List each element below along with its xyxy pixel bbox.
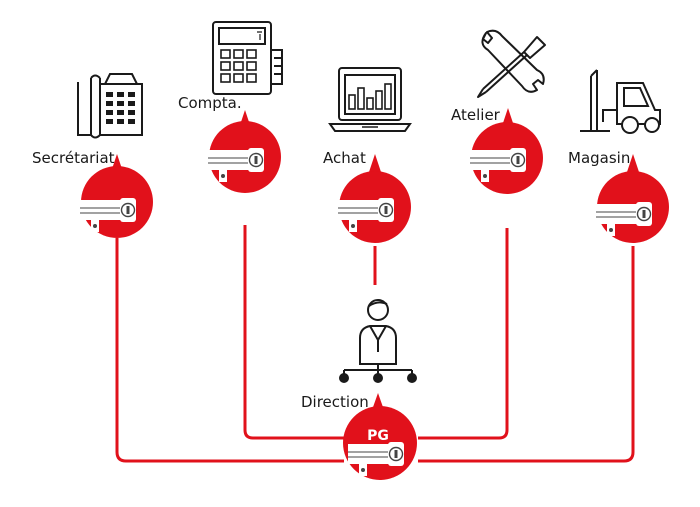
connector-lines: [115, 225, 635, 463]
department-label: Secrétariat: [32, 149, 115, 167]
pointer-triangle: [372, 393, 384, 410]
pg-label: PG: [367, 428, 389, 444]
department-label: Compta.: [178, 94, 242, 112]
department-secretariat: Secrétariat: [32, 73, 153, 238]
department-label: Atelier: [451, 106, 501, 124]
department-label: Magasin: [568, 149, 630, 167]
laptop-chart-icon: [328, 67, 412, 132]
pointer-triangle: [502, 108, 514, 126]
direction-node: Direction PG: [301, 299, 417, 480]
pointer-triangle: [627, 154, 639, 172]
calculator-icon: [212, 21, 283, 95]
direction-label: Direction: [301, 393, 369, 411]
department-label: Achat: [323, 149, 366, 167]
department-magasin: Magasin: [568, 69, 669, 243]
forklift-icon: [580, 69, 661, 134]
department-compta: Compta.: [178, 21, 283, 193]
line-compta: [243, 225, 344, 440]
department-achat: Achat: [323, 67, 412, 243]
wrench-screwdriver-icon: [477, 29, 546, 98]
telephone-icon: [77, 73, 143, 139]
department-atelier: Atelier: [451, 29, 546, 194]
line-secretariat: [115, 238, 344, 463]
pointer-triangle: [369, 154, 381, 172]
line-atelier: [418, 228, 509, 440]
line-magasin: [418, 246, 635, 463]
manager-org-chart-icon: [339, 299, 417, 383]
